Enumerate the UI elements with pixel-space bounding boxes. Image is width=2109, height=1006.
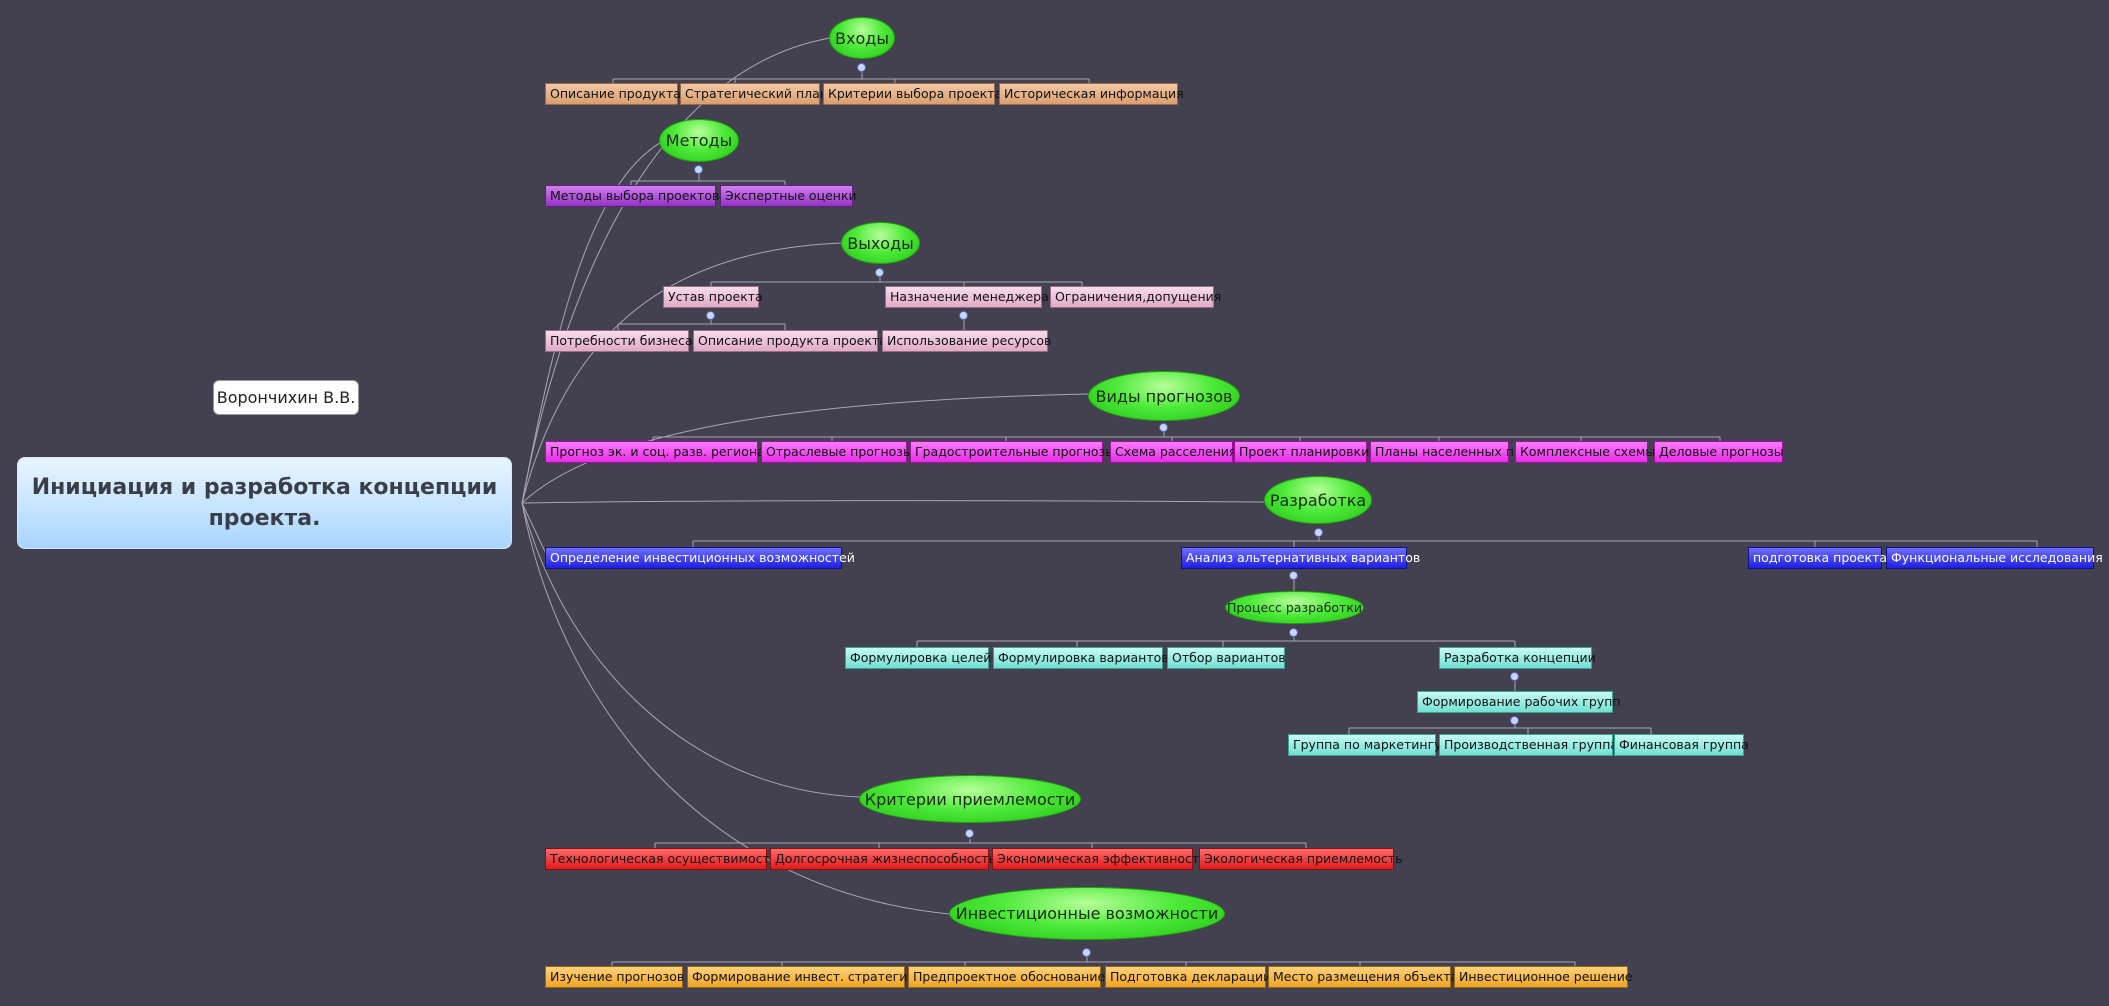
collapse-toggle[interactable] xyxy=(875,268,884,277)
collapse-toggle[interactable] xyxy=(965,829,974,838)
topic-forecasts[interactable]: Виды прогнозов xyxy=(1088,371,1240,421)
charter-item[interactable]: Потребности бизнеса xyxy=(545,330,693,352)
outputs-item[interactable]: Назначение менеджера xyxy=(885,286,1049,308)
investment-item[interactable]: Место размещения объекта xyxy=(1268,966,1458,988)
topic-development[interactable]: Разработка xyxy=(1264,476,1372,524)
topic-criteria[interactable]: Критерии приемлемости xyxy=(859,775,1081,823)
topic-investment[interactable]: Инвестиционные возможности xyxy=(949,887,1225,940)
inputs-item[interactable]: Критерии выбора проекта xyxy=(823,83,1002,105)
group-item[interactable]: Производственная группа xyxy=(1439,734,1618,756)
development-item[interactable]: Определение инвестиционных возможностей xyxy=(545,547,855,569)
methods-item[interactable]: Экспертные оценки xyxy=(720,185,857,207)
process-item[interactable]: Разработка концепции xyxy=(1439,647,1596,669)
collapse-toggle[interactable] xyxy=(1289,628,1298,637)
inputs-item[interactable]: Стратегический план xyxy=(680,83,828,105)
outputs-item[interactable]: Ограничения,допущения xyxy=(1050,286,1221,308)
topic-methods[interactable]: Методы xyxy=(659,119,739,162)
methods-item[interactable]: Методы выбора проектов xyxy=(545,185,719,207)
collapse-toggle[interactable] xyxy=(1159,423,1168,432)
author-label[interactable]: Ворончихин В.В. xyxy=(213,380,359,415)
forecast-item[interactable]: Прогноз эк. и соц. разв. региона xyxy=(545,441,765,463)
forecast-item[interactable]: Градостроительные прогнозы xyxy=(910,441,1115,463)
charter-item[interactable]: Описание продукта проекта xyxy=(693,330,887,352)
criteria-item[interactable]: Технологическая осуществимость xyxy=(545,848,777,870)
criteria-item[interactable]: Долгосрочная жизнеспособность xyxy=(770,848,996,870)
forecast-item[interactable]: Схема расселения xyxy=(1110,441,1236,463)
topic-dev-process[interactable]: Процесс разработки xyxy=(1225,591,1364,624)
process-item[interactable]: Отбор вариантов xyxy=(1167,647,1286,669)
manager-item[interactable]: Использование ресурсов xyxy=(882,330,1051,352)
investment-item[interactable]: Подготовка декларации xyxy=(1105,966,1271,988)
outputs-item[interactable]: Устав проекта xyxy=(663,286,763,308)
forecast-item[interactable]: Комплексные схемы xyxy=(1515,441,1655,463)
collapse-toggle[interactable] xyxy=(706,311,715,320)
criteria-item[interactable]: Экономическая эффективность xyxy=(992,848,1207,870)
investment-item[interactable]: Изучение прогнозов xyxy=(545,966,684,988)
concept-item[interactable]: Формирование рабочих групп xyxy=(1417,691,1621,713)
collapse-toggle[interactable] xyxy=(1289,571,1298,580)
criteria-item[interactable]: Экологическая приемлемость xyxy=(1199,848,1403,870)
group-item[interactable]: Финансовая группа xyxy=(1614,734,1749,756)
forecast-item[interactable]: Отраслевые прогнозы xyxy=(761,441,913,463)
inputs-item[interactable]: Историческая информация xyxy=(999,83,1184,105)
collapse-toggle[interactable] xyxy=(1510,716,1519,725)
development-item[interactable]: Функциональные исследования xyxy=(1886,547,2103,569)
investment-item[interactable]: Предпроектное обоснование xyxy=(908,966,1105,988)
process-item[interactable]: Формулировка целей xyxy=(845,647,991,669)
topic-outputs[interactable]: Выходы xyxy=(841,222,920,264)
collapse-toggle[interactable] xyxy=(1510,672,1519,681)
collapse-toggle[interactable] xyxy=(1314,528,1323,537)
forecast-item[interactable]: Проект планировки xyxy=(1234,441,1369,463)
central-topic[interactable]: Инициация и разработка концепции проекта… xyxy=(17,457,512,549)
forecast-item[interactable]: Деловые прогнозы xyxy=(1654,441,1784,463)
forecast-item[interactable]: Планы населенных п. xyxy=(1370,441,1518,463)
investment-item[interactable]: Инвестиционное решение xyxy=(1454,966,1633,988)
collapse-toggle[interactable] xyxy=(959,311,968,320)
development-item[interactable]: Анализ альтернативных вариантов xyxy=(1181,547,1420,569)
development-item[interactable]: подготовка проекта xyxy=(1748,547,1887,569)
process-item[interactable]: Формулировка вариантов xyxy=(993,647,1169,669)
investment-item[interactable]: Формирование инвест. стратегии xyxy=(687,966,915,988)
collapse-toggle[interactable] xyxy=(1082,948,1091,957)
collapse-toggle[interactable] xyxy=(694,165,703,174)
topic-inputs[interactable]: Входы xyxy=(829,17,895,59)
group-item[interactable]: Группа по маркетингу xyxy=(1288,734,1442,756)
inputs-item[interactable]: Описание продукта xyxy=(545,83,681,105)
collapse-toggle[interactable] xyxy=(857,63,866,72)
